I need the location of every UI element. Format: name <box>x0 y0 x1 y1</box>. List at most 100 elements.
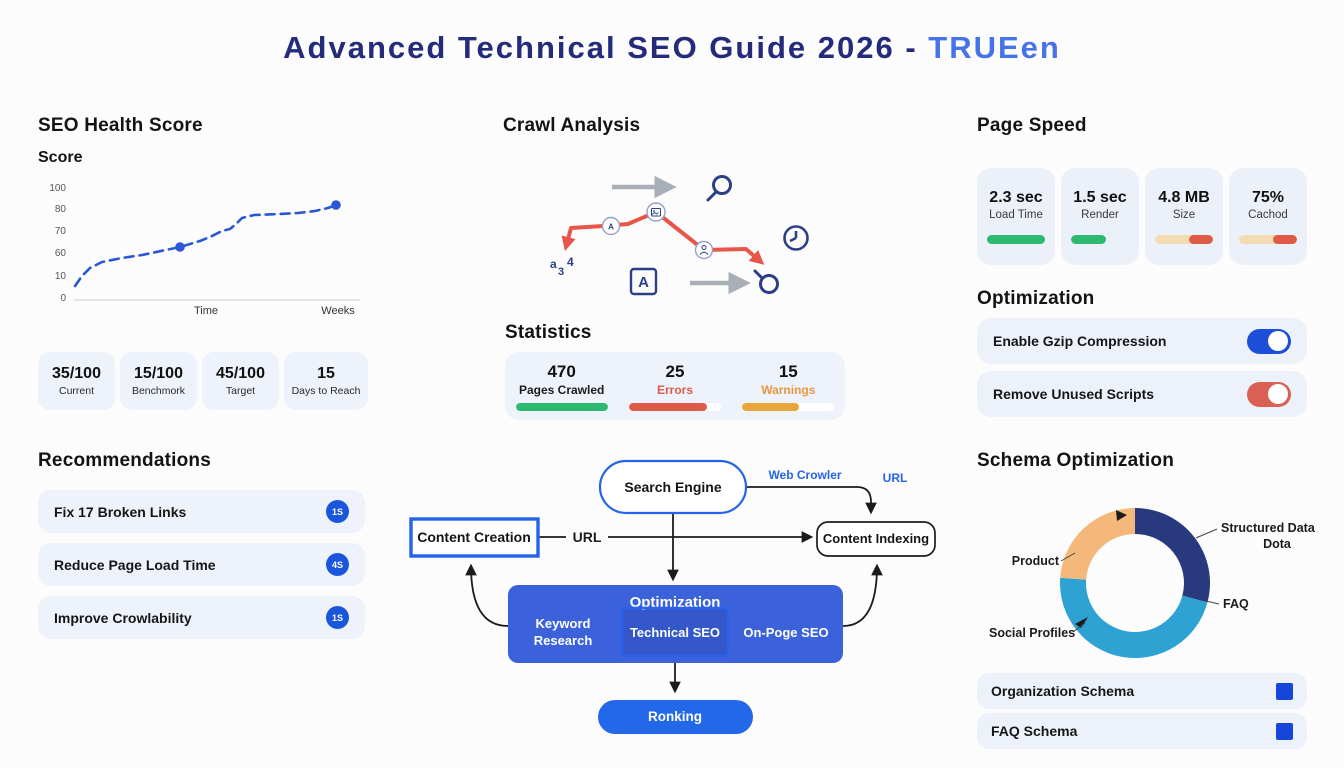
seo-health-heading: SEO Health Score <box>38 115 203 136</box>
ps-card-load-time: 2.3 sec Load Time <box>977 168 1055 265</box>
recommendation-badge: 4S <box>326 553 349 576</box>
svg-text:Optimization: Optimization <box>630 594 721 611</box>
node-optimization-box: Optimization Keyword Research Technical … <box>508 585 843 663</box>
ps-card-size: 4.8 MB Size <box>1145 168 1223 265</box>
recommendation-label: Fix 17 Broken Links <box>54 503 187 520</box>
letter-a-box-icon: A <box>629 267 658 296</box>
toggle-label: Enable Gzip Compression <box>993 333 1167 349</box>
score-stat-cards: 35/100 Current 15/100 Benchmork 45/100 T… <box>38 352 368 410</box>
ranking-button[interactable]: Ronking <box>598 700 753 734</box>
metric-value: 4.8 MB <box>1158 189 1210 206</box>
label-social-profiles: Social Profiles <box>989 626 1075 640</box>
stat-label: Errors <box>656 383 693 397</box>
node-content-creation: Content Creation <box>409 517 540 558</box>
toggle-knob <box>1268 331 1288 351</box>
magnifier-icon <box>753 269 779 294</box>
stat-value: 35/100 <box>52 365 101 382</box>
recommendation-badge: 1S <box>326 500 349 523</box>
donut-segment-faq-social-profiles <box>1060 577 1208 659</box>
donut-segment-product <box>1060 508 1135 580</box>
stat-label: Days to Reach <box>291 385 361 397</box>
crawl-analysis-heading: Crawl Analysis <box>503 115 641 136</box>
page-speed-cards: 2.3 sec Load Time 1.5 sec Render 4.8 MB … <box>977 168 1307 265</box>
connector-search-to-indexing <box>746 486 877 515</box>
remove-scripts-toggle[interactable] <box>1247 381 1291 407</box>
clock-icon <box>783 225 809 251</box>
stat-value: 470 <box>547 362 576 381</box>
stat-card-days-to-reach: 15 Days to Reach <box>284 352 368 410</box>
connector-optimization-to-creation <box>465 563 509 627</box>
x-label-time: Time <box>194 305 218 317</box>
ps-card-cached: 75% Cachod <box>1229 168 1307 265</box>
donut-labels: Structured Data Dota Product FAQ Social … <box>989 521 1316 640</box>
schema-donut-chart: Structured Data Dota Product FAQ Social … <box>989 508 1316 659</box>
faq-schema-checkbox[interactable] <box>1276 722 1293 740</box>
optimization-heading: Optimization <box>977 288 1095 309</box>
stat-value: 15/100 <box>134 365 183 382</box>
statistics-card: 470 Pages Crawled 25 Errors 15 Warnings <box>505 352 845 420</box>
recommendation-badge: 1S <box>326 606 349 629</box>
crawl-node-text-icon: A <box>601 216 621 236</box>
metric-label: Cachod <box>1248 209 1288 221</box>
stat-warnings: 15 Warnings <box>733 362 843 411</box>
seo-score-chart: 100 80 70 60 10 0 Time Weeks <box>49 183 360 317</box>
organization-schema-checkbox[interactable] <box>1276 682 1293 700</box>
characters-icon: a 3 4 <box>550 255 574 278</box>
recommendation-row[interactable]: Improve Crowlability 1S <box>38 596 365 639</box>
stat-value: 15 <box>778 362 798 381</box>
donut-marker-icon <box>1075 617 1088 628</box>
progress-bar <box>742 403 835 411</box>
stat-errors: 25 Errors <box>620 362 730 411</box>
label-technical-seo: Technical SEO <box>630 625 720 640</box>
stat-label: Target <box>225 385 256 397</box>
toggle-row-scripts: Remove Unused Scripts <box>977 371 1307 417</box>
connector-optimization-to-indexing <box>842 563 883 627</box>
svg-text:4: 4 <box>567 255 574 269</box>
seo-flow-diagram: Search Engine Web Crowler URL Content Cr… <box>409 459 936 734</box>
stat-label: Current <box>58 385 94 397</box>
recommendation-row[interactable]: Reduce Page Load Time 4S <box>38 543 365 586</box>
metric-bar <box>1155 235 1213 244</box>
stat-value: 45/100 <box>216 365 265 382</box>
schema-row-faq: FAQ Schema <box>977 713 1307 749</box>
stat-value: 15 <box>317 365 335 382</box>
svg-text:Content Creation: Content Creation <box>417 529 531 545</box>
svg-text:A: A <box>608 223 614 232</box>
score-line-series <box>73 200 341 288</box>
svg-text:Ronking: Ronking <box>648 709 702 724</box>
svg-text:Research: Research <box>534 633 593 648</box>
stat-label: Benchmork <box>131 385 186 397</box>
node-search-engine: Search Engine <box>598 459 748 515</box>
node-content-indexing: Content Indexing <box>816 521 936 557</box>
svg-text:a: a <box>550 257 557 271</box>
label-web-crawler: Web Crowler <box>768 468 841 482</box>
donut-segment-structured-data-dota <box>1135 508 1210 603</box>
metric-bar <box>987 235 1045 244</box>
crawl-diagram: A a 3 4 A <box>550 175 809 296</box>
toggle-row-gzip: Enable Gzip Compression <box>977 318 1307 364</box>
schema-row-label: Organization Schema <box>991 683 1135 699</box>
metric-bar <box>1071 235 1129 244</box>
toggle-knob <box>1268 384 1288 404</box>
svg-text:0: 0 <box>60 293 66 304</box>
donut-callout-lines <box>1060 528 1220 633</box>
label-product: Product <box>1012 554 1060 568</box>
svg-text:A: A <box>638 274 649 291</box>
recommendation-label: Improve Crowlability <box>54 609 192 626</box>
metric-label: Render <box>1081 209 1119 221</box>
crawl-node-user-icon <box>694 240 714 260</box>
recommendation-row[interactable]: Fix 17 Broken Links 1S <box>38 490 365 533</box>
label-url-top: URL <box>883 471 908 485</box>
svg-text:70: 70 <box>55 226 67 237</box>
node-technical-seo <box>620 606 730 658</box>
statistics-heading: Statistics <box>505 322 592 343</box>
x-label-weeks: Weeks <box>321 305 355 317</box>
metric-value: 1.5 sec <box>1073 189 1127 206</box>
gzip-toggle[interactable] <box>1247 328 1291 354</box>
label-structured-data-2: Dota <box>1263 537 1292 551</box>
svg-text:Content Indexing: Content Indexing <box>823 531 929 546</box>
stat-card-target: 45/100 Target <box>202 352 279 410</box>
page-title-brand: TRUEen <box>928 30 1061 65</box>
svg-text:Search Engine: Search Engine <box>624 479 721 495</box>
